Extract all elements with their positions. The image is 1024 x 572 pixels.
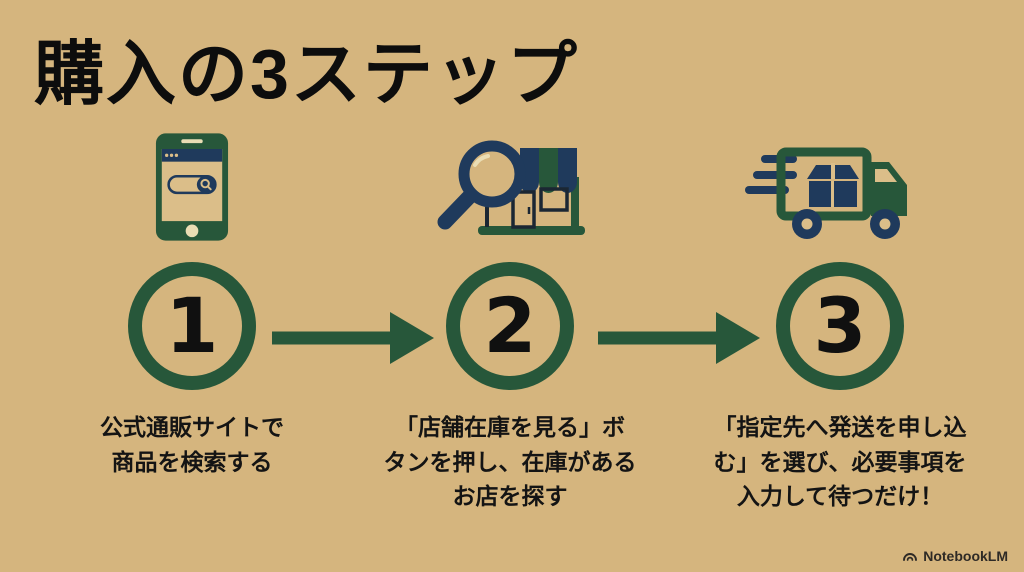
caption-line: 入力して待つだけ！ <box>736 483 944 509</box>
step-2-caption: 「店舗在庫を見る」ボ タンを押し、在庫がある お店を探す <box>384 410 637 514</box>
notebooklm-logo-icon <box>903 553 918 561</box>
caption-line: 商品を検索する <box>111 448 273 475</box>
caption-line: 公式通販サイトで <box>100 414 284 440</box>
step-3-caption: 「指定先へ発送を申し込 む」を選び、必要事項を 入力して待つだけ！ <box>714 410 967 514</box>
caption-line: お店を探す <box>452 483 568 509</box>
step-3-column: 3 「指定先へ発送を申し込 む」を選び、必要事項を 入力して待つだけ！ <box>675 126 1005 514</box>
caption-line: む」を選び、必要事項を <box>713 448 967 475</box>
step-1-caption: 公式通販サイトで 商品を検索する <box>100 410 284 479</box>
watermark-label: NotebookLM <box>923 548 1008 564</box>
step-number: 3 <box>813 281 867 370</box>
delivery-truck-icon <box>745 126 935 248</box>
arrow-step1-to-step2-icon <box>272 312 434 364</box>
caption-line: 「店舗在庫を見る」ボ <box>395 414 625 440</box>
arrow-step2-to-step3-icon <box>598 312 760 364</box>
caption-line: タンを押し、在庫がある <box>383 448 637 475</box>
notebooklm-watermark: NotebookLM <box>902 548 1008 564</box>
smartphone-search-icon <box>154 126 230 248</box>
step-2-column: 2 「店舗在庫を見る」ボ タンを押し、在庫がある お店を探す <box>345 126 675 514</box>
step-1-column: 1 公式通販サイトで 商品を検索する <box>27 126 357 479</box>
store-search-icon <box>425 126 595 248</box>
step-number: 2 <box>483 281 537 370</box>
step-2-number-badge: 2 <box>446 262 574 390</box>
step-number: 1 <box>165 281 219 370</box>
caption-line: 「指定先へ発送を申し込 <box>713 414 967 440</box>
step-3-number-badge: 3 <box>776 262 904 390</box>
step-1-number-badge: 1 <box>128 262 256 390</box>
infographic-title: 購入の3ステップ <box>34 35 579 113</box>
